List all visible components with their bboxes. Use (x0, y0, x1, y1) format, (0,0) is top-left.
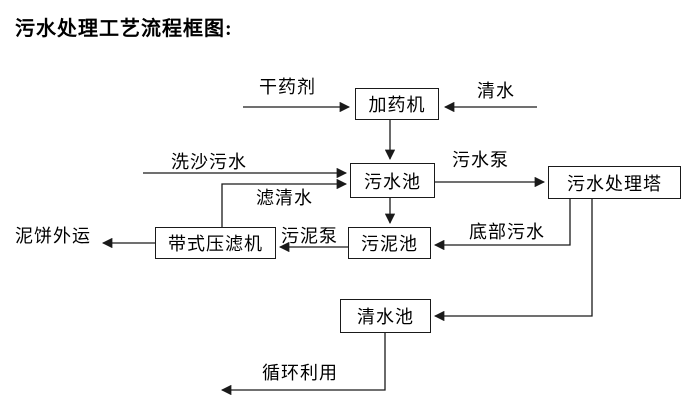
edge-tower-to-sludge-pool (433, 199, 571, 251)
edge-label-sewage-pump: 污水泵 (452, 150, 509, 170)
edge-label-sand-washing-sewage: 洗沙污水 (171, 152, 247, 172)
node-sewage-pool: 污水池 (350, 163, 435, 198)
edge-label-dry-agent: 干药剂 (259, 77, 316, 97)
edge-label-mud-cake-outbound: 泥饼外运 (15, 226, 91, 246)
edge-label-bottom-sewage: 底部污水 (469, 222, 545, 242)
edge-label-recycled-use: 循环利用 (262, 363, 338, 383)
node-sewage-treatment-tower: 污水处理塔 (548, 166, 681, 199)
edge-clean-pool-to-recycle (220, 333, 386, 396)
edge-label-clean-water: 清水 (477, 81, 515, 101)
edge-label-sludge-pump: 污泥泵 (281, 226, 338, 246)
node-clean-water-pool: 清水池 (340, 299, 431, 333)
node-sludge-pool: 污泥池 (348, 227, 431, 259)
edge-filtered-water-to-sewage-pool (221, 178, 348, 227)
page-title: 污水处理工艺流程框图: (15, 18, 233, 40)
node-dosing-machine: 加药机 (355, 88, 439, 120)
edge-tower-to-clean-water-pool (433, 199, 593, 322)
node-belt-filter-press: 带式压滤机 (155, 227, 276, 259)
edge-label-filtered-clean-water: 滤清水 (256, 188, 313, 208)
